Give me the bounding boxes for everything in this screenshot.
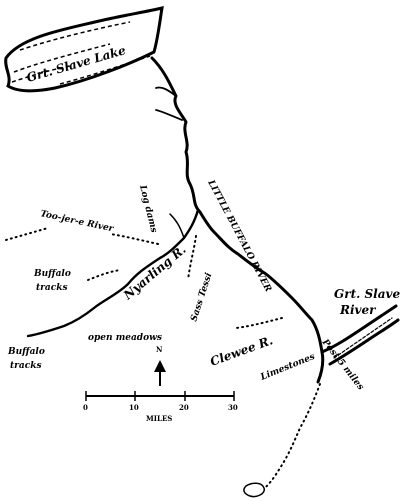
scale-tick-10: 10 [129, 403, 139, 412]
north-label: N [156, 345, 163, 354]
limestones-label: Limestones [258, 352, 316, 383]
open-meadows-label: open meadows [88, 333, 162, 343]
river-branch-north [155, 86, 183, 121]
svg-text:tracks: tracks [36, 283, 68, 293]
log-dams-label: Log dams [137, 183, 159, 233]
scale-bar: 0 10 20 30 MILES [83, 391, 238, 423]
scale-tick-0: 0 [83, 403, 88, 412]
scale-tick-30: 30 [228, 403, 238, 412]
sass-tessi-label: Sass Tessi [189, 271, 214, 323]
svg-text:tracks: tracks [10, 361, 42, 371]
clewee-trail [235, 317, 283, 329]
too-jer-e-label: Too-jer-e River [39, 209, 115, 234]
great-slave-lake: Grt. Slave Lake [4, 6, 164, 93]
little-buffalo-river [150, 56, 325, 384]
south-trail [261, 383, 321, 491]
buffalo-trail-1 [87, 269, 121, 281]
svg-text:Grt. Slave: Grt. Slave [334, 287, 400, 301]
svg-text:River: River [339, 303, 377, 317]
grt-slave-river-label: Grt. Slave River [334, 287, 400, 317]
too-jer-e-trail [109, 233, 159, 245]
svg-text:Buffalo: Buffalo [33, 269, 71, 279]
trail-west [5, 227, 49, 241]
great-slave-river [320, 304, 400, 366]
scale-unit: MILES [146, 414, 172, 423]
buffalo-tracks-label-2: Buffalo tracks [7, 347, 45, 371]
tributary-stream [169, 213, 185, 239]
buffalo-tracks-label-1: Buffalo tracks [33, 269, 71, 293]
nyarling-label: Nyarling R. [120, 242, 188, 303]
north-arrow: N [154, 345, 166, 386]
little-buffalo-label: LITTLE BUFFALO RIVER [205, 178, 273, 294]
svg-text:Buffalo: Buffalo [7, 347, 45, 357]
scale-tick-20: 20 [179, 403, 189, 412]
clewee-label: Clewee R. [208, 333, 274, 369]
sass-tessi-trail [187, 235, 197, 281]
post-marker [243, 482, 265, 498]
